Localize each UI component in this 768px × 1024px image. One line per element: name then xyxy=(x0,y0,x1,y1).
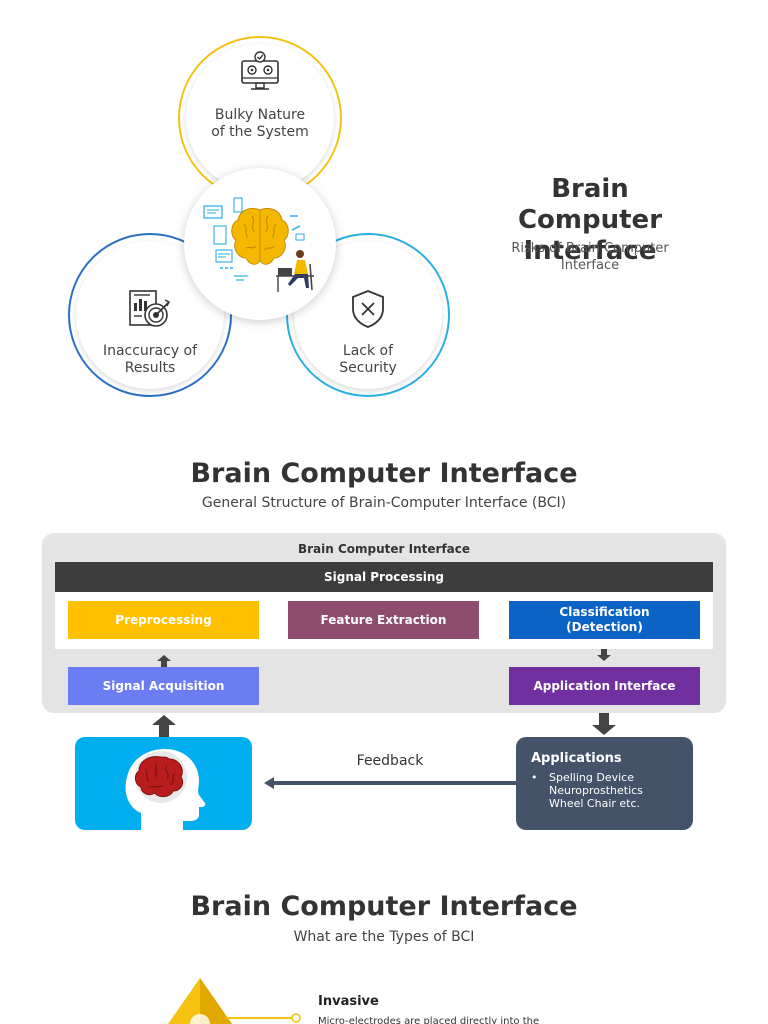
risk-label-inaccuracy: Inaccuracy of Results xyxy=(102,343,198,376)
list-item: Wheel Chair etc. xyxy=(549,797,641,810)
types-title: Brain Computer Interface xyxy=(190,891,578,922)
list-item: •Spelling Device xyxy=(531,771,634,784)
risk-label-security: Lack of Security xyxy=(339,343,397,376)
chart-target-icon xyxy=(128,289,172,333)
structure-subtitle: General Structure of Brain-Computer Inte… xyxy=(201,495,567,511)
signal-processing-bar: Signal Processing xyxy=(55,562,713,592)
signal-acquisition-block: Signal Acquisition xyxy=(68,667,259,705)
types-subtitle: What are the Types of BCI xyxy=(293,929,475,945)
arrow-up-icon xyxy=(157,655,171,667)
application-interface-block: Application Interface xyxy=(509,667,700,705)
feature-extraction-block: Feature Extraction xyxy=(288,601,479,639)
feedback-label: Feedback xyxy=(356,753,424,769)
shield-x-icon xyxy=(350,289,386,333)
feedback-arrow xyxy=(264,777,518,789)
bci-panel-title: Brain Computer Interface xyxy=(297,542,471,556)
type-invasive-description: Micro-electrodes are placed directly int… xyxy=(318,1016,540,1024)
head-brain-icon xyxy=(125,749,206,830)
bullet-icon: • xyxy=(531,771,538,784)
arrow-up-large-icon xyxy=(152,715,176,737)
arrow-down-large-icon xyxy=(592,713,616,735)
applications-list: •Spelling Device Neuroprosthetics Wheel … xyxy=(531,771,693,810)
risk-circle-bulky: Bulky Nature of the System xyxy=(178,36,342,200)
brain-computer-illustration xyxy=(184,168,336,320)
risk-label-bulky: Bulky Nature of the System xyxy=(211,107,309,140)
risks-subtitle: Risks of Brain Computer Interface xyxy=(511,241,669,273)
classification-block: Classification (Detection) xyxy=(509,601,700,639)
brain-head-box xyxy=(75,737,252,830)
type-invasive-title: Invasive xyxy=(318,994,379,1009)
list-item: Neuroprosthetics xyxy=(549,784,643,797)
computer-settings-icon xyxy=(240,51,280,97)
structure-title: Brain Computer Interface xyxy=(190,458,578,489)
applications-title: Applications xyxy=(531,751,622,766)
arrow-down-icon xyxy=(597,649,611,661)
invasive-pyramid-icon xyxy=(168,978,301,1024)
risks-title: Brain Computer Interface xyxy=(517,174,663,266)
preprocessing-block: Preprocessing xyxy=(68,601,259,639)
applications-box: Applications •Spelling Device Neuroprost… xyxy=(516,737,693,830)
